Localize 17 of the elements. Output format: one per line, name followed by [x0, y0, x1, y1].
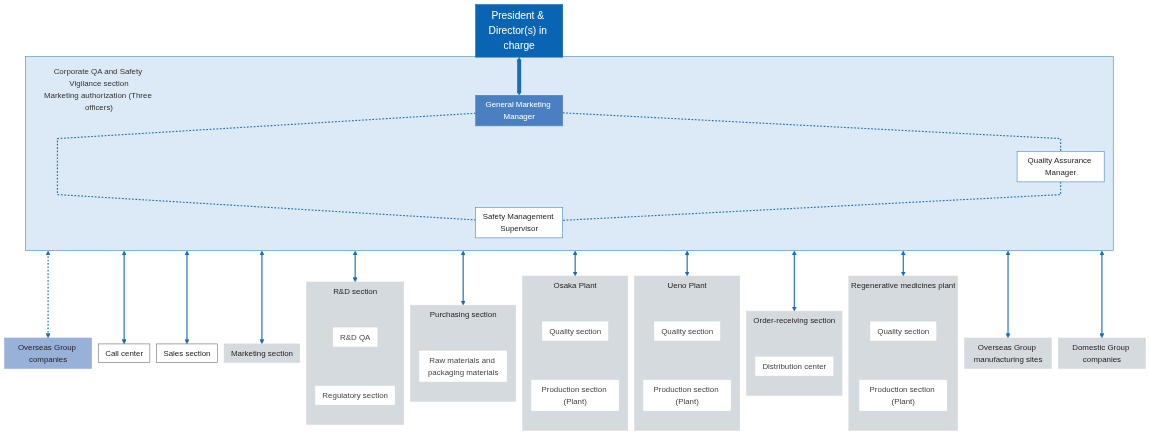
arrow [791, 250, 797, 312]
node-box: President & Director(s) in charge [475, 4, 563, 58]
arrow [460, 250, 466, 306]
connector [562, 112, 1062, 152]
arrow [516, 57, 522, 96]
arrow [1099, 250, 1105, 339]
arrow [184, 250, 190, 345]
arrow [121, 250, 127, 345]
arrow [1005, 250, 1011, 339]
arrow [45, 250, 51, 339]
arrow [259, 250, 265, 345]
arrow [572, 250, 578, 277]
arrow [684, 250, 690, 277]
connector [562, 181, 1062, 221]
connector [56, 112, 477, 221]
arrow [352, 250, 358, 283]
arrow [900, 250, 906, 277]
